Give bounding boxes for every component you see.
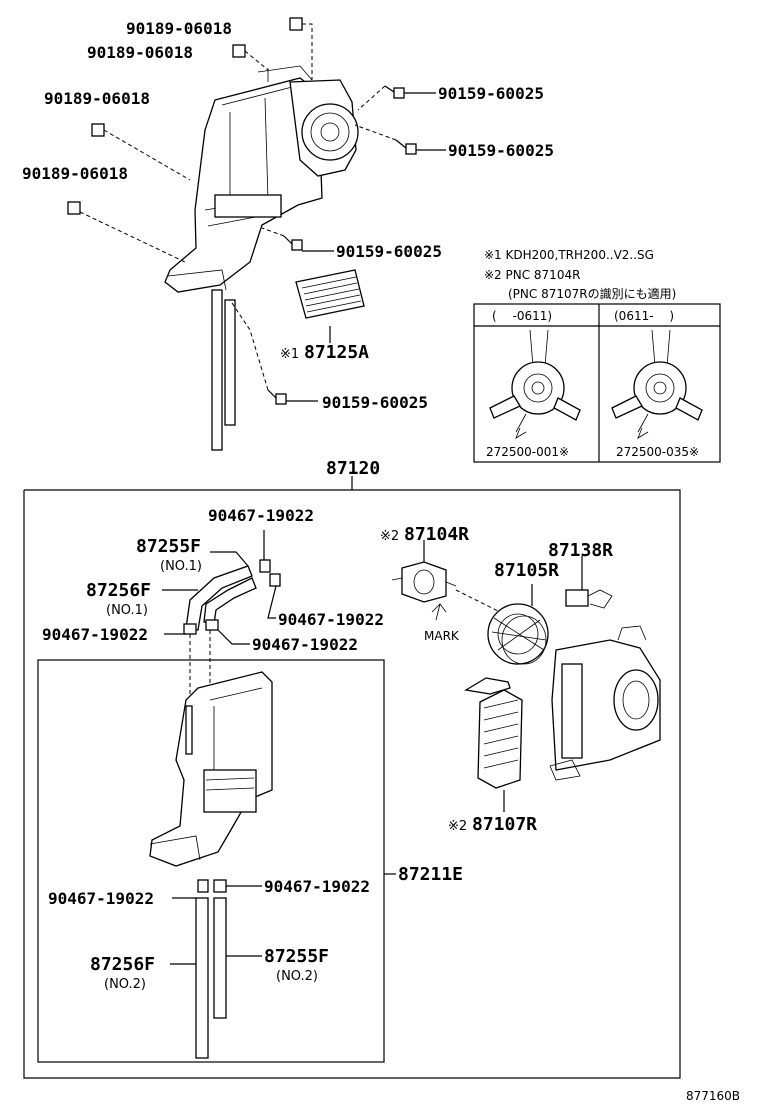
label-hose-f2-no: (NO.2): [276, 969, 318, 984]
install-lines: [79, 23, 397, 391]
label-hose-e1-no: (NO.1): [106, 603, 148, 618]
register-vent: [295, 269, 365, 319]
note-3: (PNC 87107Rの識別にも適用): [508, 286, 676, 301]
label-hose-e2: 87256F: [90, 954, 155, 975]
core-icon: [464, 677, 523, 812]
table-col2-code: 272500-035※: [616, 445, 699, 459]
label-motor: 87104R: [404, 524, 469, 545]
note-2: ※2 PNC 87104R: [484, 268, 580, 282]
top-leaders: [286, 92, 446, 402]
table-col1-header: ( -0611): [492, 309, 552, 323]
label-hose-e2-no: (NO.2): [104, 977, 146, 992]
resistor-icon: [565, 556, 613, 609]
screw-icon: [283, 235, 303, 251]
label-clip-right1: 90467-19022: [278, 610, 384, 629]
assembly-frame: [23, 476, 681, 1079]
nut-icon: [232, 44, 246, 58]
label-nut-4: 90189-06018: [22, 164, 128, 183]
label-core: 87107R: [472, 814, 537, 835]
heater-unit: [149, 671, 273, 1059]
label-core-mark: ※2: [448, 819, 467, 834]
label-clip-br: 90467-19022: [264, 877, 370, 896]
fan-motor-icon: [611, 329, 703, 439]
label-nut-1: 90189-06018: [126, 19, 232, 38]
label-hose-e1: 87256F: [86, 580, 151, 601]
label-assembly: 87120: [326, 458, 380, 479]
label-screw-3: 90159-60025: [336, 242, 442, 261]
label-unit: 87211E: [398, 864, 463, 885]
table-col2-header: (0611- ): [614, 309, 674, 323]
figure-code: 877160B: [686, 1089, 740, 1103]
label-clip-top: 90467-19022: [208, 506, 314, 525]
blower-case-icon: [549, 625, 661, 781]
fan-cage-icon: [487, 584, 549, 665]
label-screw-1: 90159-60025: [438, 84, 544, 103]
fan-variant-table: [473, 303, 721, 463]
label-clip-bl: 90467-19022: [48, 889, 154, 908]
label-screw-4: 90159-60025: [322, 393, 428, 412]
label-mark: MARK: [424, 629, 460, 643]
hoses-no1: [162, 530, 281, 700]
label-register: 87125A: [304, 342, 369, 363]
fan-motor-icon: [489, 329, 581, 439]
label-nut-3: 90189-06018: [44, 89, 150, 108]
nut-icon: [91, 123, 105, 137]
screw-icon: [384, 85, 405, 99]
nut-icon: [67, 201, 81, 215]
label-clip-right2: 90467-19022: [252, 635, 358, 654]
label-register-mark: ※1: [280, 347, 299, 362]
label-hose-f2: 87255F: [264, 946, 329, 967]
note-1: ※1 KDH200,TRH200..V2..SG: [484, 248, 654, 262]
table-col1-code: 272500-001※: [486, 445, 569, 459]
blower-parts: [391, 540, 661, 812]
top-duct-assembly: [164, 65, 359, 451]
screw-icon: [267, 389, 287, 405]
label-fan: 87105R: [494, 560, 559, 581]
label-clip-left1: 90467-19022: [42, 625, 148, 644]
label-hose-f1-no: (NO.1): [160, 559, 202, 574]
label-screw-2: 90159-60025: [448, 141, 554, 160]
label-nut-2: 90189-06018: [87, 43, 193, 62]
label-hose-f1: 87255F: [136, 536, 201, 557]
nut-icon: [289, 17, 303, 31]
motor-icon: [391, 540, 457, 621]
screw-icon: [395, 139, 417, 155]
label-resistor: 87138R: [548, 540, 613, 561]
label-motor-mark: ※2: [380, 529, 399, 544]
fastener-symbols: [67, 17, 417, 405]
